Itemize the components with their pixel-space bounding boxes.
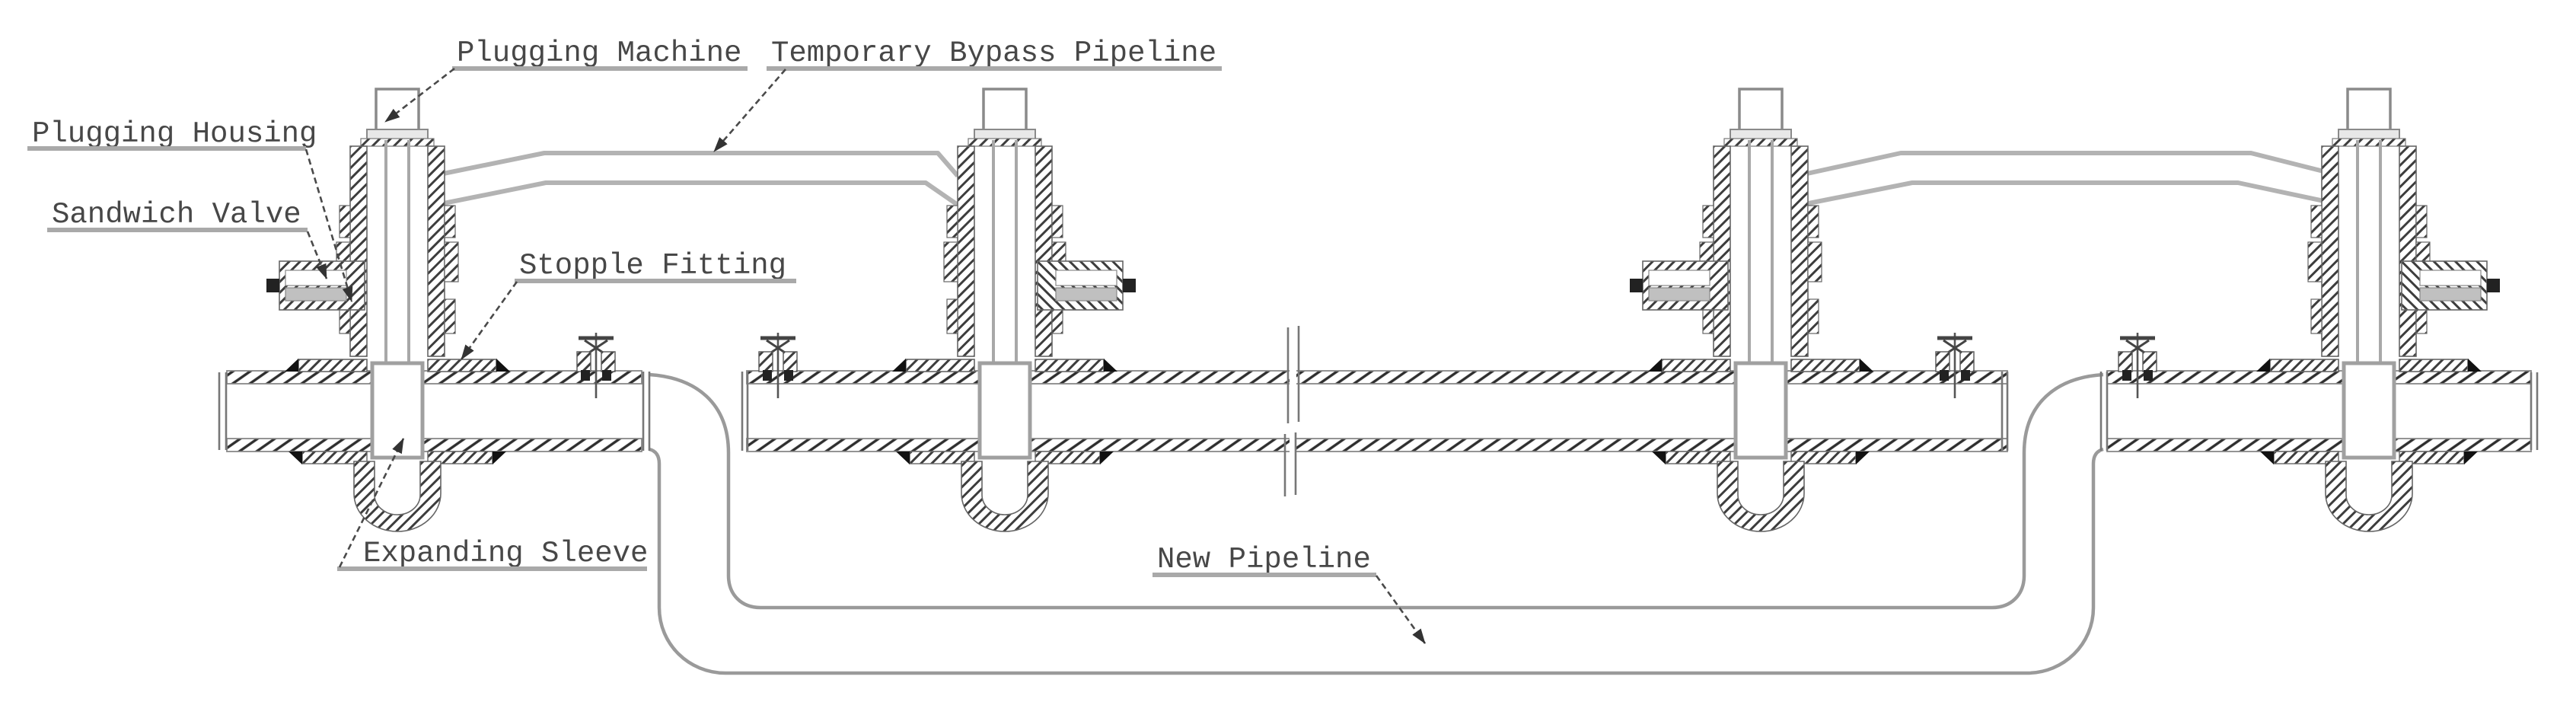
expanding-sleeve-leader	[338, 438, 405, 568]
pipe-wall	[226, 438, 642, 452]
expanding-sleeve-text: Expanding Sleeve	[363, 537, 648, 570]
label-temporary-bypass-pipeline: Temporary Bypass Pipeline	[713, 37, 1222, 152]
pipe-end-cap-left	[218, 372, 228, 450]
plugging-housing-leader	[304, 148, 353, 302]
stopple-fitting-text: Stopple Fitting	[519, 249, 786, 282]
pipe-wall	[746, 370, 2008, 385]
sandwich-valve-2	[1037, 260, 1137, 311]
pipe-cut-face-left	[642, 372, 651, 451]
pipe-wall	[2106, 370, 2532, 385]
pipe-wall	[746, 438, 2008, 452]
label-plugging-housing: Plugging Housing	[27, 117, 353, 302]
sandwich-valve-text: Sandwich Valve	[52, 198, 301, 231]
pipe-end-cap-right	[2530, 372, 2539, 450]
label-new-pipeline: New Pipeline	[1153, 543, 1427, 644]
new-pipeline-leader	[1375, 575, 1427, 644]
label-expanding-sleeve: Expanding Sleeve	[337, 438, 648, 571]
sandwich-valve-4	[2401, 260, 2501, 311]
sandwich-valve-3	[1629, 260, 1729, 311]
stopple-fitting-leader	[460, 281, 518, 360]
temporary-bypass-pipeline-leader	[713, 69, 786, 152]
plugging-housing-text: Plugging Housing	[32, 117, 317, 151]
gate-valve-3	[1936, 333, 1974, 398]
pipe-wall	[2106, 438, 2532, 452]
pipe-stub-cap-right	[2001, 372, 2009, 451]
sandwich-valve-leader	[306, 231, 328, 279]
temporary-bypass-pipeline-text: Temporary Bypass Pipeline	[771, 37, 1216, 70]
bypass-pipeline-right	[1789, 151, 2342, 209]
new-pipeline-upper-wall	[649, 372, 2104, 610]
new-pipeline-text: New Pipeline	[1157, 543, 1371, 576]
plugging-machine-leader	[384, 67, 455, 123]
pipe-cut-face-right	[2099, 372, 2109, 451]
bypass-pipeline-left	[424, 151, 960, 209]
label-plugging-machine: Plugging Machine	[384, 37, 748, 123]
label-stopple-fitting: Stopple Fitting	[460, 249, 796, 360]
plugging-machine-text: Plugging Machine	[457, 37, 741, 70]
gate-valve-2	[759, 333, 797, 398]
new-pipeline	[649, 372, 2104, 675]
pipe-stub-cap-left	[741, 372, 749, 451]
pipe-wall	[226, 370, 642, 385]
pipe-break-symbol	[1283, 326, 1300, 496]
old-pipeline	[218, 326, 2539, 496]
sandwich-valve-1	[266, 260, 365, 311]
gate-valve-4	[2119, 333, 2157, 398]
gate-valve-1	[577, 333, 615, 398]
new-pipeline-lower-wall	[649, 447, 2104, 675]
label-sandwich-valve: Sandwich Valve	[47, 198, 328, 279]
